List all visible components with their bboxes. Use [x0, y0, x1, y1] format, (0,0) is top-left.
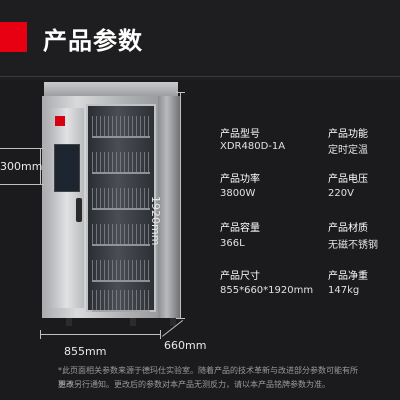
door-handle: [76, 198, 82, 222]
spec-label-model: 产品型号: [220, 129, 260, 140]
control-screen: [54, 144, 80, 192]
width-dimension-label: 855mm: [64, 345, 107, 358]
cabinet-top: [44, 82, 178, 96]
height-dimension-label: 1920mm: [149, 196, 162, 246]
depth-dim-line-vertical: [40, 148, 41, 185]
spec-value-model: XDR480D-1A: [220, 141, 286, 152]
spec-value-material: 无磁不锈钢: [328, 240, 378, 251]
height-dim-tick-bottom: [176, 318, 185, 319]
header-accent-bar: [0, 22, 27, 52]
header-bar: 产品参数: [0, 0, 400, 80]
rack: [92, 116, 150, 138]
spec-value-weight: 147kg: [328, 285, 360, 296]
rack: [92, 152, 150, 174]
depth-dim-line-bottom: [0, 184, 44, 185]
depth-dimension-label: 300mm: [0, 160, 43, 173]
spec-label-function: 产品功能: [328, 129, 368, 140]
rack: [92, 260, 150, 282]
width-dim-tick-right: [160, 330, 161, 339]
spec-label-size: 产品尺寸: [220, 271, 260, 282]
rack: [92, 290, 150, 312]
header-divider: [0, 76, 400, 77]
spec-value-power: 3800W: [220, 188, 256, 199]
rack: [92, 224, 150, 246]
rack: [92, 188, 150, 210]
brand-logo-icon: [55, 116, 65, 126]
glass-door: [86, 104, 156, 312]
product-image-cabinet: [40, 82, 180, 326]
spec-label-material: 产品材质: [328, 223, 368, 234]
height-dim-line: [180, 92, 181, 318]
spec-value-voltage: 220V: [328, 188, 354, 199]
spec-label-weight: 产品净重: [328, 271, 368, 282]
control-panel: [50, 108, 84, 308]
spec-label-voltage: 产品电压: [328, 174, 368, 185]
cabinet-leg: [170, 318, 176, 326]
spec-value-capacity: 366L: [220, 238, 245, 249]
cabinet-front: [42, 96, 158, 318]
footnote-line-1: *此页面相关参数来源于德玛仕实验室。随着产品的技术革新与改进部分参数可能有所更改: [58, 366, 358, 389]
width-dim-tick-left: [40, 330, 41, 339]
cabinet-leg: [66, 318, 72, 326]
side-dimension-label: 660mm: [164, 339, 207, 352]
spec-value-function: 定时定温: [328, 145, 368, 156]
spec-value-size: 855*660*1920mm: [220, 285, 314, 296]
depth-dim-line-top: [0, 148, 44, 149]
footnote-line-2: 恕不另行通知。更改后的参数对本产品无测反力，请以本产品铭牌参数为准。: [58, 380, 330, 389]
cabinet-side: [158, 96, 180, 318]
page-title: 产品参数: [43, 27, 143, 55]
width-dim-line: [40, 334, 160, 335]
height-dim-tick-top: [176, 92, 185, 93]
spec-label-power: 产品功率: [220, 174, 260, 185]
spec-label-capacity: 产品容量: [220, 223, 260, 234]
cabinet-leg: [130, 318, 136, 326]
